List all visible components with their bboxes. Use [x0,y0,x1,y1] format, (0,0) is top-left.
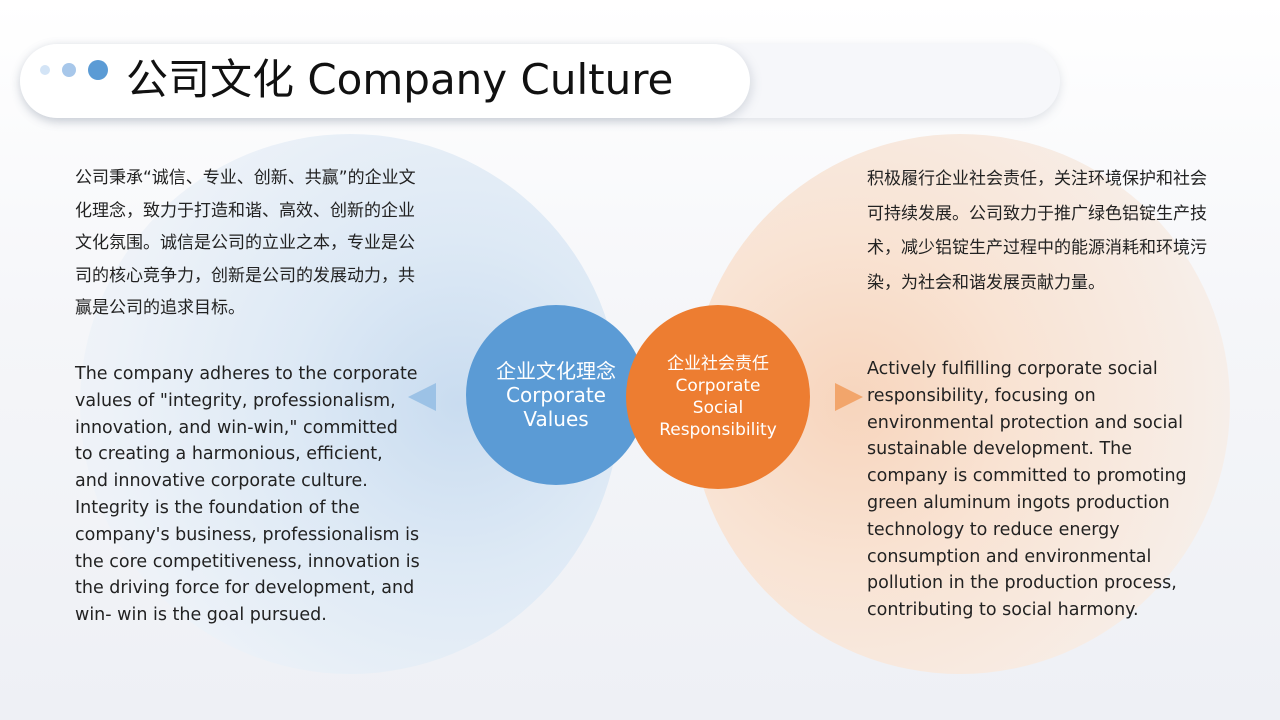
page-title: 公司文化 Company Culture [126,55,674,104]
corporate-values-node: 企业文化理念 Corporate Values [466,305,646,485]
values-label-en-2: Values [523,407,589,431]
values-label-cn: 企业文化理念 [496,359,616,383]
left-arrow-icon [408,383,436,411]
values-label-en-1: Corporate [506,383,606,407]
csr-description-en: Actively fulfilling corporate social res… [867,359,1187,621]
values-description-en: The company adheres to the corporate val… [75,364,420,626]
csr-label-en-3: Responsibility [659,420,777,440]
decor-dot-large [88,60,108,80]
decor-dot-medium [62,63,76,77]
csr-label-en-2: Social [692,398,744,418]
csr-description-cn: 积极履行企业社会责任，关注环境保护和社会可持续发展。公司致力于推广绿色铝锭生产技… [867,169,1207,293]
header-title-pill [20,44,750,118]
csr-label-cn: 企业社会责任 [667,354,769,374]
right-arrow-icon [835,383,863,411]
csr-label-en-1: Corporate [675,376,761,396]
csr-node: 企业社会责任 Corporate Social Responsibility [626,305,810,489]
values-description-cn: 公司秉承“诚信、专业、创新、共赢”的企业文化理念，致力于打造和谐、高效、创新的企… [75,168,416,319]
decor-dot-small [40,65,50,75]
